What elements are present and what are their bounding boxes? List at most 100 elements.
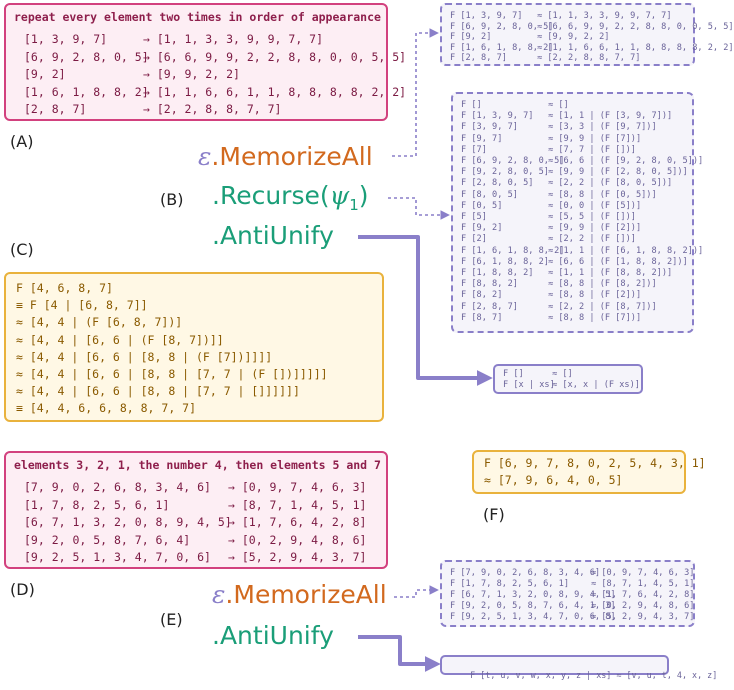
row-rhs: ≈ [1, 7, 6, 4, 2, 8]	[591, 590, 695, 600]
antiunify-row: F [t, u, v, w, x, y, z | xs] ≈ [v, u, t,…	[450, 660, 717, 690]
row-rhs: ≈ [6, 6 | (F [9, 2, 8, 0, 5])]	[548, 156, 704, 166]
row-lhs: F [0, 5]	[461, 200, 503, 211]
example-output: → [0, 9, 7, 4, 6, 3]	[228, 480, 367, 494]
row-lhs: F [1, 7, 8, 2, 5, 6, 1]	[450, 579, 569, 589]
antiunify-box-b: F []≈ []F [x | xs]≈ [x, x | (F xs)]	[493, 364, 643, 394]
row-rhs: ≈ [2, 2 | (F [8, 0, 5])]	[548, 178, 673, 189]
epsilon-symbol: ε	[198, 142, 212, 171]
row-rhs: ≈ [5, 2, 9, 4, 3, 7]	[591, 612, 695, 622]
example-output: → [5, 2, 9, 4, 3, 7]	[228, 550, 367, 564]
row-lhs: F [5]	[461, 212, 487, 222]
trace-line: ≈ [4, 4 | [6, 6 | (F [8, 7])]]	[16, 332, 224, 347]
row-rhs: ≈ [1, 1, 3, 3, 9, 9, 7, 7]	[537, 11, 672, 21]
row-rhs: ≈ [9, 9 | (F [2, 8, 0, 5])]	[548, 167, 688, 178]
antiunify-command-b: .AntiUnify	[212, 221, 334, 250]
example-output: → [8, 7, 1, 4, 5, 1]	[228, 497, 367, 512]
row-lhs: F [9, 7]	[461, 133, 503, 144]
row-lhs: F [9, 2, 8, 0, 5]	[461, 167, 549, 178]
row-lhs: F [7, 9, 0, 2, 6, 8, 3, 4, 6]	[450, 568, 601, 578]
arrow-antiunify-e	[358, 635, 441, 672]
row-lhs: F [9, 2, 5, 1, 3, 4, 7, 0, 6, 8]	[450, 612, 616, 622]
connector-arrows	[358, 28, 493, 672]
antiunify-box-e: F [t, u, v, w, x, y, z | xs] ≈ [v, u, t,…	[440, 655, 717, 680]
trace-line: F [4, 6, 8, 7]	[16, 281, 113, 295]
task-a-title: repeat every element two times in order …	[14, 10, 381, 24]
row-lhs: F [9, 2, 0, 5, 8, 7, 6, 4, 1, 3]	[450, 601, 616, 611]
row-lhs: F [8, 0, 5]	[461, 189, 518, 200]
trace-line: ≈ [4, 4 | [6, 6 | [8, 8 | [7, 7 | (F [])…	[16, 367, 328, 381]
example-input: [7, 9, 0, 2, 6, 8, 3, 4, 6]	[24, 480, 211, 494]
row-lhs: F [2, 8, 7]	[461, 301, 518, 312]
example-input: [9, 2, 0, 5, 8, 7, 6, 4]	[24, 532, 191, 547]
row-rhs: ≈ [7, 7 | (F [])]	[548, 144, 636, 155]
example-output: → [0, 2, 9, 4, 8, 6]	[228, 532, 367, 547]
panel-label-b: (B)	[160, 190, 184, 209]
row-rhs: ≈ [1, 1 | (F [8, 8, 2])]	[548, 268, 673, 278]
row-rhs: ≈ [8, 8 | (F [8, 2])]	[548, 279, 657, 290]
recurse-close-paren: )	[358, 181, 369, 210]
panel-label-f: (F)	[483, 505, 505, 524]
panel-label-c: (C)	[10, 240, 34, 259]
row-lhs: F [7]	[461, 144, 487, 155]
antiunify-label: .AntiUnify	[212, 621, 334, 650]
trace-line: ≈ [4, 4 | [6, 6 | [8, 8 | [7, 7 | []]]]]…	[16, 384, 300, 399]
row-rhs: ≈ [3, 3 | (F [9, 7])]	[548, 122, 657, 133]
example-input: [2, 8, 7]	[24, 102, 87, 116]
row-lhs: F [x | xs]	[503, 380, 555, 390]
row-rhs: ≈ [9, 9, 2, 2]	[537, 32, 610, 43]
row-rhs: ≈ [9, 9 | (F [7])]	[548, 133, 642, 144]
row-rhs: ≈ []	[552, 369, 573, 379]
example-input: [1, 7, 8, 2, 5, 6, 1]	[24, 497, 170, 512]
row-lhs: F [2, 8, 7]	[450, 53, 507, 64]
recurse-command-b: .Recurse(ψ1)	[212, 181, 369, 214]
row-rhs: ≈ []	[548, 100, 569, 110]
task-d-box: elements 3, 2, 1, the number 4, then ele…	[4, 451, 388, 569]
antiunify-lhs: F [t, u, v, w, x, y, z | xs]	[470, 670, 612, 680]
arrow-memorize-e	[394, 585, 439, 598]
example-input: [1, 6, 1, 8, 8, 2]	[24, 84, 149, 99]
row-rhs: ≈ [1, 1 | (F [6, 1, 8, 8, 2])]	[548, 245, 704, 256]
row-lhs: F [8, 8, 2]	[461, 279, 518, 290]
arrow-recurse-b	[388, 197, 450, 220]
trace-line: ≈ [4, 4 | (F [6, 8, 7])]	[16, 315, 183, 330]
row-lhs: F [8, 7]	[461, 312, 503, 323]
trace-line: ≡ F [4 | [6, 8, 7]]	[16, 298, 148, 313]
example-input: [6, 7, 1, 3, 2, 0, 8, 9, 4, 5]	[24, 515, 232, 529]
memorize-all-command-e: ε.MemorizeAll	[212, 580, 387, 609]
antiunify-label: .AntiUnify	[212, 221, 334, 250]
row-lhs: F [1, 6, 1, 8, 8, 2]	[461, 245, 565, 256]
row-rhs: ≈ [0, 9, 7, 4, 6, 3]	[591, 568, 695, 578]
memorize-box-a: F [1, 3, 9, 7]≈ [1, 1, 3, 3, 9, 9, 7, 7]…	[440, 3, 734, 66]
row-lhs: F [1, 8, 8, 2]	[461, 268, 534, 278]
row-lhs: F [1, 6, 1, 8, 8, 2]	[450, 42, 554, 53]
trace-line: ≈ [7, 9, 6, 4, 0, 5]	[484, 473, 623, 487]
antiunify-rhs: ≈ [v, u, t, 4, x, z]	[616, 670, 718, 680]
row-rhs: ≈ [2, 2 | (F [8, 7])]	[548, 301, 657, 312]
row-lhs: F [6, 1, 8, 8, 2]	[461, 256, 549, 267]
row-rhs: ≈ [6, 6, 9, 9, 2, 2, 8, 8, 0, 0, 5, 5]	[537, 21, 734, 32]
row-rhs: ≈ [9, 9 | (F [2])]	[548, 223, 642, 234]
recurse-box-b: F []≈ []F [1, 3, 9, 7]≈ [1, 1 | (F [3, 9…	[451, 92, 703, 333]
memorize-all-command-b: ε.MemorizeAll	[198, 142, 373, 171]
row-rhs: ≈ [8, 7, 1, 4, 5, 1]	[591, 579, 695, 589]
row-rhs: ≈ [8, 8 | (F [0, 5])]	[548, 189, 657, 200]
recurse-label: .Recurse(	[212, 181, 330, 210]
row-rhs: ≈ [0, 0 | (F [5])]	[548, 200, 642, 211]
row-lhs: F []	[461, 100, 482, 110]
row-lhs: F [6, 9, 2, 8, 0, 5]	[450, 21, 554, 32]
antiunify-command-e: .AntiUnify	[212, 621, 334, 650]
row-lhs: F [1, 3, 9, 7]	[461, 111, 534, 122]
row-lhs: F [9, 2]	[461, 223, 503, 234]
row-rhs: ≈ [6, 6 | (F [1, 8, 8, 2])]	[548, 256, 688, 267]
example-output: → [9, 9, 2, 2]	[143, 67, 240, 81]
example-input: [9, 2]	[24, 67, 66, 81]
row-rhs: ≈ [2, 2 | (F [])]	[548, 234, 636, 245]
example-output: → [1, 7, 6, 4, 2, 8]	[228, 515, 367, 529]
memorize-box-e: F [7, 9, 0, 2, 6, 8, 3, 4, 6]≈ [0, 9, 7,…	[440, 560, 695, 627]
panel-label-e: (E)	[160, 610, 183, 629]
example-output: → [1, 1, 3, 3, 9, 9, 7, 7]	[143, 32, 324, 46]
row-lhs: F [9, 2]	[450, 32, 492, 43]
row-lhs: F []	[503, 369, 524, 379]
psi-subscript: 1	[349, 196, 359, 214]
memorize-all-label: .MemorizeAll	[211, 142, 373, 171]
